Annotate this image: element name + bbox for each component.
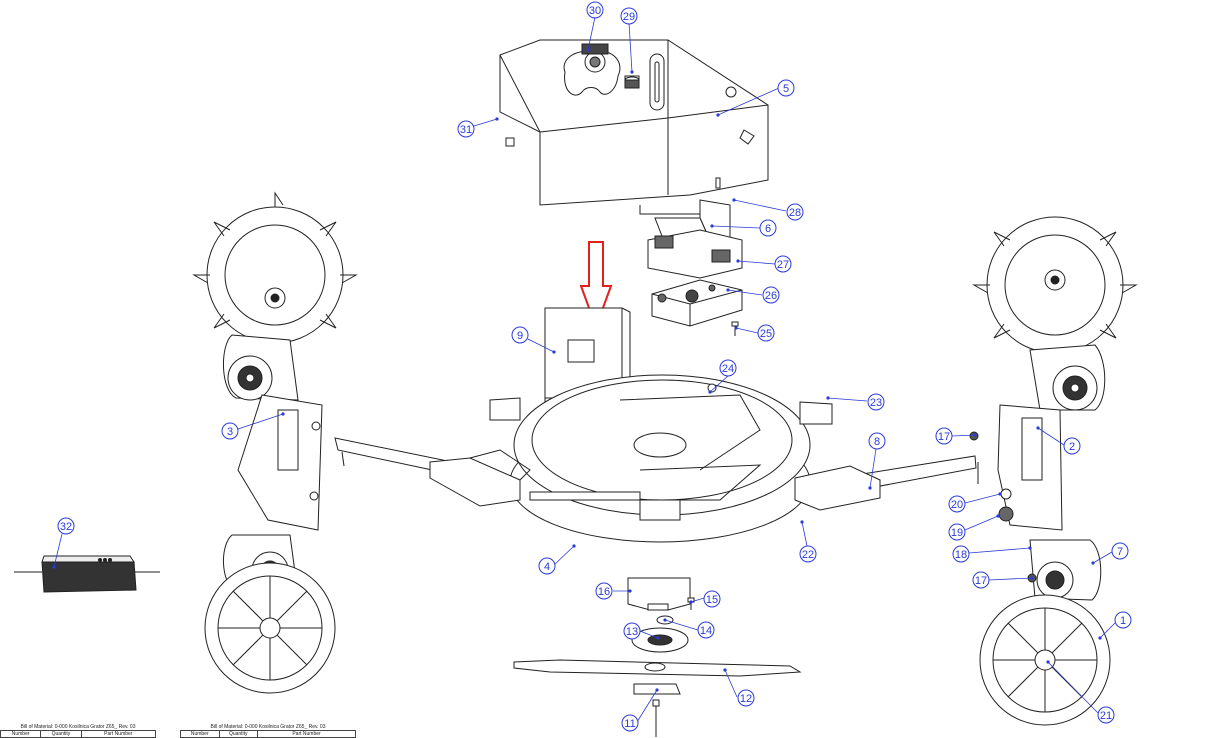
callout-11: 11: [621, 714, 639, 732]
right-actuator-arm: [794, 455, 979, 511]
callout-label: 30: [589, 5, 601, 17]
leader-lines: [53, 16, 1117, 723]
callout-label: 25: [760, 328, 772, 340]
callout-label: 7: [1117, 546, 1123, 558]
callout-label: 32: [60, 521, 72, 533]
callout-label: 13: [626, 626, 638, 638]
electronic-box: [651, 279, 743, 327]
callout-31: 31: [457, 120, 475, 138]
left-actuator-arm: [334, 437, 531, 507]
right-wheel-frame: [997, 404, 1063, 531]
left-spiked-wheel-top: [192, 191, 358, 359]
callout-25: 25: [757, 324, 775, 342]
callout-label: 5: [783, 83, 789, 95]
callout-2: 2: [1063, 437, 1081, 455]
callout-17-top: 17: [935, 427, 953, 445]
mower-deck: [489, 374, 833, 543]
bom-col-part-number: Part Number: [80, 730, 157, 738]
bom-col-number: Number: [0, 730, 42, 738]
callout-22: 22: [799, 545, 817, 563]
callout-label: 3: [227, 426, 233, 438]
left-spoked-wheel-bottom: [204, 562, 336, 694]
callout-label: 6: [765, 223, 771, 235]
callout-5: 5: [777, 79, 795, 97]
callout-label: 27: [777, 259, 789, 271]
callout-label: 1: [1120, 615, 1126, 627]
callout-label: 26: [765, 290, 777, 302]
callout-1: 1: [1114, 611, 1132, 629]
callout-label: 15: [706, 594, 718, 606]
bom-col-part-number: Part Number: [257, 730, 356, 738]
left-motor-top: [222, 334, 299, 401]
callout-4: 4: [538, 557, 556, 575]
callout-label: 23: [870, 397, 882, 409]
callout-18: 18: [952, 545, 970, 563]
callout-label: 8: [874, 436, 880, 448]
callout-29: 29: [620, 7, 638, 25]
bom-table-right: Bill of Material: 0-000 Kosilnica Grator…: [180, 724, 356, 738]
bom-col-number: Number: [180, 730, 220, 738]
callout-20: 20: [948, 495, 966, 513]
callout-12: 12: [737, 689, 755, 707]
callout-label: 21: [1100, 710, 1112, 722]
right-motor-top: [1029, 344, 1106, 411]
bom-col-quantity: Quantity: [40, 730, 82, 738]
callout-17-bottom: 17: [972, 571, 990, 589]
callout-24: 24: [719, 359, 737, 377]
control-box-housing: [499, 39, 769, 215]
blade-clamp: [633, 683, 681, 737]
callout-label: 14: [700, 625, 712, 637]
callout-label: 16: [598, 586, 610, 598]
bom-title: Bill of Material: 0-000 Kosilnica Grator…: [210, 724, 326, 730]
callout-label: 17: [975, 575, 987, 587]
callout-7: 7: [1111, 542, 1129, 560]
blade-motor-hub: [627, 577, 691, 611]
callout-6: 6: [759, 219, 777, 237]
bom-table-left: Bill of Material: 0-000 Kosilnica Grator…: [0, 724, 157, 738]
callout-label: 2: [1069, 441, 1075, 453]
callout-label: 9: [517, 330, 523, 342]
callout-27: 27: [774, 255, 792, 273]
right-motor-bottom: [1029, 539, 1102, 601]
callout-32: 32: [57, 517, 75, 535]
callout-label: 11: [624, 718, 635, 730]
callout-8: 8: [868, 432, 886, 450]
callout-label: 17: [938, 431, 950, 443]
plug-cap: [624, 76, 640, 89]
callout-21: 21: [1097, 706, 1115, 724]
callout-label: 18: [955, 549, 967, 561]
insertion-arrow: [579, 241, 613, 330]
bom-col-quantity: Quantity: [218, 730, 258, 738]
joystick-controller: [563, 43, 621, 96]
callout-30: 30: [586, 1, 604, 19]
callout-16: 16: [595, 582, 613, 600]
callout-13: 13: [623, 622, 641, 640]
callout-19: 19: [948, 523, 966, 541]
callout-23: 23: [867, 393, 885, 411]
blade-fan: [631, 627, 689, 653]
callout-26: 26: [762, 286, 780, 304]
callout-14: 14: [697, 621, 715, 639]
callout-9: 9: [511, 326, 529, 344]
callout-label: 19: [951, 527, 963, 539]
holder-frame: [647, 229, 743, 279]
callout-label: 31: [460, 124, 472, 136]
callout-label: 12: [740, 693, 752, 705]
callout-label: 20: [951, 499, 963, 511]
callout-label: 4: [544, 561, 550, 573]
callout-label: 29: [623, 11, 635, 23]
cutting-blade: [513, 659, 802, 677]
callout-label: 24: [722, 363, 734, 375]
callout-15: 15: [703, 590, 721, 608]
callout-3: 3: [221, 422, 239, 440]
left-wheel-frame: [237, 394, 323, 531]
leader-dots: [52, 48, 1102, 692]
battery-charger: [14, 555, 160, 593]
callout-28: 28: [786, 203, 804, 221]
bom-title: Bill of Material: 0-000 Kosilnica Grator…: [20, 724, 136, 730]
right-spiked-wheel-top: [972, 216, 1138, 354]
callout-label: 28: [789, 207, 801, 219]
callout-label: 22: [802, 549, 814, 561]
